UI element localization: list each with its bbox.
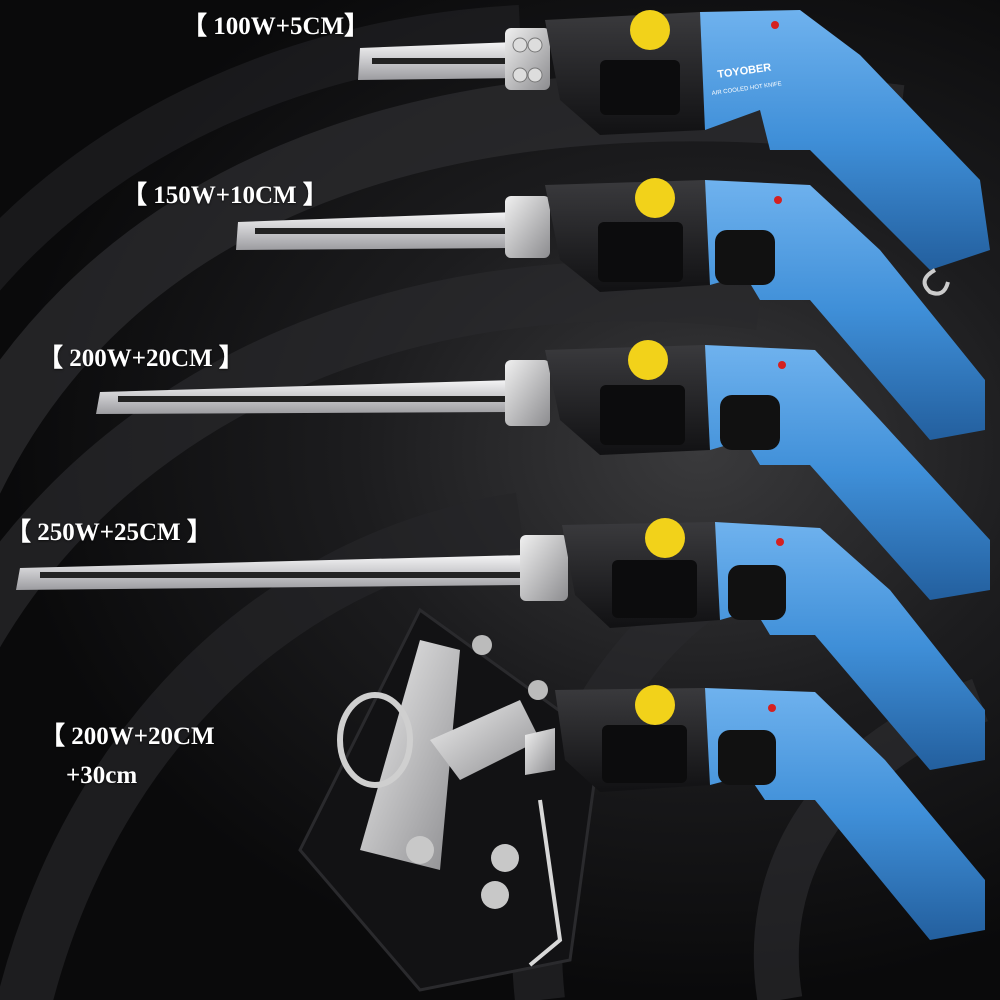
- variant-label-250w: 【 250W+25CM 】: [6, 519, 212, 546]
- tool-handle: [700, 10, 990, 270]
- blade-clamp: [505, 196, 550, 258]
- variant-sublabel-30cm: +30cm: [66, 762, 138, 789]
- guide-base-plate: [298, 607, 602, 992]
- tool-handle: [705, 688, 985, 940]
- handle-grip-window: [715, 230, 775, 285]
- hex-key: [528, 799, 563, 967]
- warning-sticker: [628, 340, 668, 380]
- warning-sticker: [630, 10, 670, 50]
- variant-label-200w: 【 200W+20CM 】: [38, 345, 244, 372]
- vent-grille: [600, 385, 685, 445]
- knob: [491, 844, 519, 872]
- knob: [528, 680, 548, 700]
- handle-grip-window: [728, 565, 786, 620]
- vent-grille: [612, 560, 697, 618]
- blade: [358, 42, 515, 80]
- knob: [406, 836, 434, 864]
- indicator-light: [774, 196, 782, 204]
- handle-grip-window: [720, 395, 780, 450]
- indicator-light: [771, 21, 779, 29]
- vent-grille: [600, 60, 680, 115]
- hanger-hook: [922, 268, 950, 296]
- indicator-light: [768, 704, 776, 712]
- variant-label-150w: 【 150W+10CM 】: [122, 182, 328, 209]
- knob: [472, 635, 492, 655]
- blade-clamp: [520, 535, 568, 601]
- warning-sticker: [635, 178, 675, 218]
- variant-label-200w-guide: 【 200W+20CM: [40, 723, 215, 750]
- knob: [481, 881, 509, 909]
- blade-clamp: [505, 28, 550, 90]
- warning-sticker: [635, 685, 675, 725]
- vent-grille: [598, 222, 683, 282]
- blade-clamp: [505, 360, 550, 426]
- indicator-light: [778, 361, 786, 369]
- variant-label-100w: 【 100W+5CM】: [182, 13, 370, 40]
- blade-clamp: [525, 728, 555, 775]
- warning-sticker: [645, 518, 685, 558]
- handle-grip-window: [718, 730, 776, 785]
- guide-arm: [430, 700, 540, 780]
- guide-ring: [337, 692, 413, 788]
- indicator-light: [776, 538, 784, 546]
- vent-grille: [602, 725, 687, 783]
